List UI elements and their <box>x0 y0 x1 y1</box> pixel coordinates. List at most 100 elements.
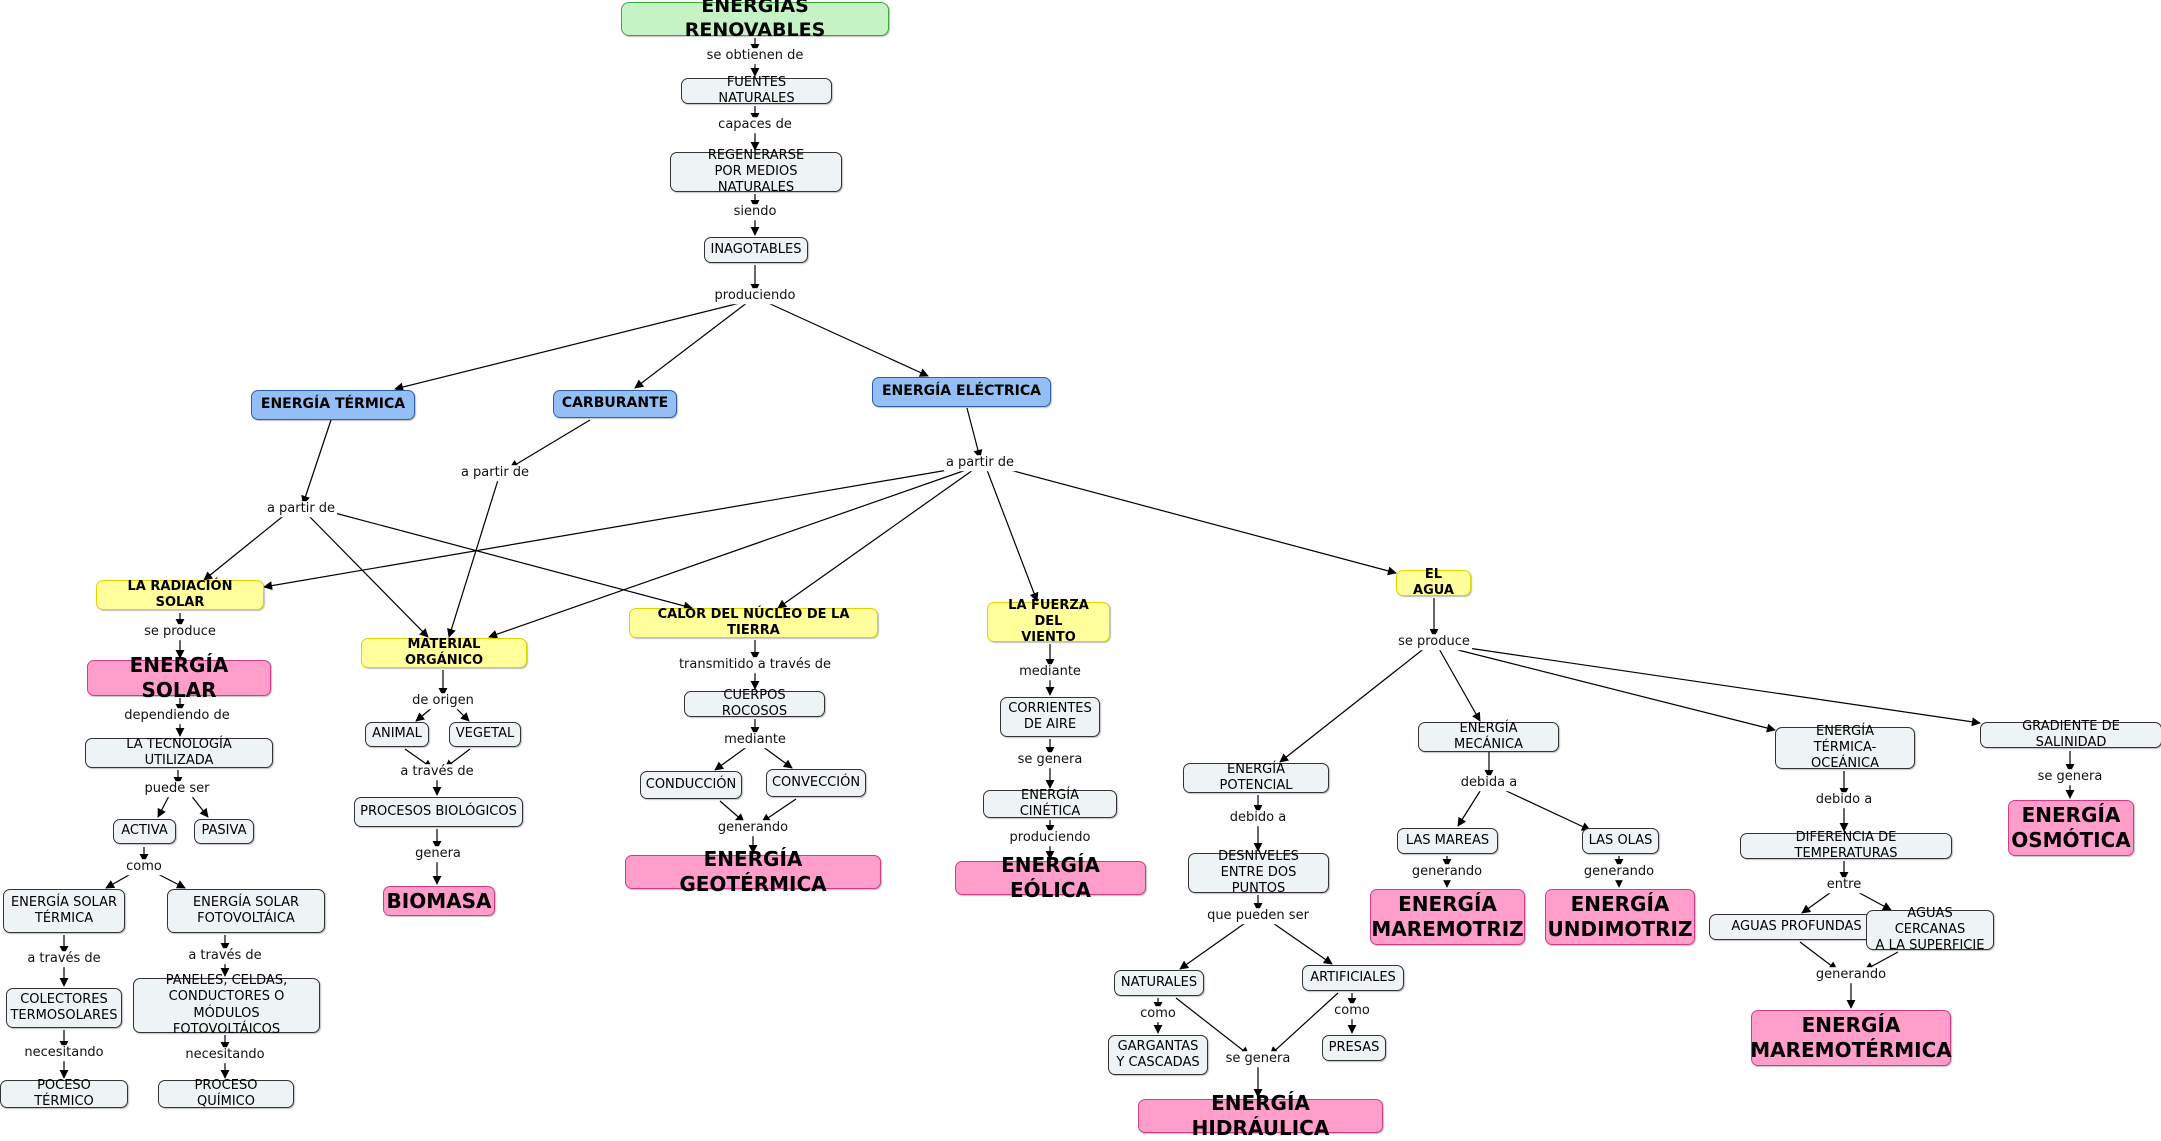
connector-arrow <box>1853 889 1892 911</box>
link-label-atraves-pan: a través de <box>186 948 264 964</box>
concept-node-termica[interactable]: ENERGÍA TÉRMICA <box>251 390 415 420</box>
link-label-necesitando-col: necesitando <box>22 1045 106 1061</box>
concept-node-st-termica[interactable]: ENERGÍA SOLAR TÉRMICA <box>3 889 125 933</box>
link-label-mediante-vien: mediante <box>1017 664 1083 680</box>
concept-node-mecanica[interactable]: ENERGÍA MECÁNICA <box>1418 721 1559 752</box>
link-label-transmitido: transmitido a través de <box>676 657 834 673</box>
concept-node-radiacion[interactable]: LA RADIACIÓN SOLAR <box>96 579 264 610</box>
link-label-produciendo: produciendo <box>712 288 798 304</box>
concept-node-calor[interactable]: CALOR DEL NÚCLEO DE LA TIERRA <box>629 607 878 638</box>
concept-node-renovables[interactable]: ENERGÍAS RENOVABLES <box>621 0 889 41</box>
concept-node-corrientes[interactable]: CORRIENTES DE AIRE <box>1000 697 1100 737</box>
connector-arrow <box>761 798 797 823</box>
link-label-apartir-term: a partir de <box>264 501 338 517</box>
concept-node-animal[interactable]: ANIMAL <box>365 722 429 747</box>
link-label-mediante-geo: mediante <box>722 732 788 748</box>
concept-node-fuentes[interactable]: FUENTES NATURALES <box>681 75 832 106</box>
link-label-siendo: siendo <box>731 204 779 220</box>
concept-node-solar[interactable]: ENERGÍA SOLAR <box>87 653 271 702</box>
concept-node-osmotica[interactable]: ENERGÍA OSMÓTICA <box>2008 800 2134 856</box>
connector-arrow <box>189 793 209 818</box>
concept-node-maremotriz[interactable]: ENERGÍA MAREMOTRIZ <box>1370 889 1525 945</box>
concept-node-conduccion[interactable]: CONDUCCIÓN <box>640 771 742 799</box>
connector-arrow <box>777 469 974 609</box>
concept-node-inagotables[interactable]: INAGOTABLES <box>704 237 808 263</box>
connector-arrow <box>454 706 470 722</box>
concept-node-pasiva[interactable]: PASIVA <box>194 819 254 844</box>
concept-node-procesos[interactable]: PROCESOS BIOLÓGICOS <box>354 797 523 827</box>
concept-node-fuerza[interactable]: LA FUERZA DEL VIENTO <box>987 598 1110 645</box>
connector-arrow <box>1499 787 1591 831</box>
concept-node-tecnologia[interactable]: LA TECNOLOGÍA UTILIZADA <box>85 737 273 768</box>
connector-arrow <box>1269 920 1333 965</box>
concept-node-profundas[interactable]: AGUAS PROFUNDAS <box>1709 914 1884 940</box>
concept-node-artificiales[interactable]: ARTIFICIALES <box>1302 965 1404 991</box>
concept-node-material[interactable]: MATERIAL ORGÁNICO <box>361 637 527 668</box>
connector-arrow <box>1801 889 1835 914</box>
connector-arrow <box>330 511 693 611</box>
concept-node-electrica[interactable]: ENERGÍA ELÉCTRICA <box>872 377 1051 407</box>
link-label-debida-mec: debida a <box>1458 775 1520 791</box>
connector-arrow <box>1864 951 1899 971</box>
link-label-generando-geo: generando <box>715 820 791 836</box>
concept-node-carburante[interactable]: CARBURANTE <box>553 390 677 418</box>
link-label-se-genera-vien: se genera <box>1015 752 1085 768</box>
concept-node-paneles[interactable]: PANELES, CELDAS, CONDUCTORES O MÓDULOS F… <box>133 973 320 1037</box>
concept-node-vegetal[interactable]: VEGETAL <box>449 722 521 747</box>
concept-node-maremotermica[interactable]: ENERGÍA MAREMOTÉRMICA <box>1750 1010 1952 1066</box>
concept-node-activa[interactable]: ACTIVA <box>113 819 176 844</box>
connector-arrow <box>1269 992 1339 1056</box>
concept-node-cuerpos[interactable]: CUERPOS ROCOSOS <box>684 688 825 719</box>
link-label-apartir-carb: a partir de <box>458 465 532 481</box>
connector-arrow <box>1799 941 1838 971</box>
connector-arrow <box>1009 469 1397 576</box>
connector-arrow <box>1175 997 1250 1056</box>
concept-node-olas[interactable]: LAS OLAS <box>1582 828 1659 854</box>
concept-node-conveccion[interactable]: CONVECCIÓN <box>766 769 866 797</box>
concept-node-regenerarse[interactable]: REGENERARSE POR MEDIOS NATURALES <box>670 148 842 195</box>
concept-node-potencial[interactable]: ENERGÍA POTENCIAL <box>1183 762 1329 793</box>
connector-arrow <box>203 512 288 581</box>
connector-arrow <box>765 301 929 377</box>
concept-node-geotermica[interactable]: ENERGÍA GEOTÉRMICA <box>625 847 881 896</box>
concept-node-eolica[interactable]: ENERGÍA EÓLICA <box>955 853 1146 902</box>
concept-node-desniveles[interactable]: DESNIVELES ENTRE DOS PUNTOS <box>1188 849 1329 896</box>
concept-node-st-foto[interactable]: ENERGÍA SOLAR FOTOVOLTÁICA <box>167 889 325 933</box>
concept-node-quimico[interactable]: PROCESO QUÍMICO <box>158 1078 294 1109</box>
concept-node-colectores[interactable]: COLECTORES TERMOSOLARES <box>6 988 122 1028</box>
link-label-se-produce-agua: se produce <box>1396 634 1472 650</box>
link-label-entre: entre <box>1824 877 1864 893</box>
concept-node-salinidad[interactable]: GRADIENTE DE SALINIDAD <box>1980 719 2161 750</box>
connector-arrow <box>305 512 429 638</box>
concept-node-mareas[interactable]: LAS MAREAS <box>1397 828 1498 854</box>
concept-node-undimotriz[interactable]: ENERGÍA UNDIMOTRIZ <box>1545 889 1695 945</box>
concept-node-cinetica[interactable]: ENERGÍA CINÉTICA <box>983 788 1117 819</box>
link-label-como-art: como <box>1332 1003 1372 1019</box>
concept-node-hidraulica[interactable]: ENERGÍA HIDRÁULICA <box>1138 1091 1383 1140</box>
connector-arrow <box>1457 787 1483 827</box>
concept-node-poceso[interactable]: POCESO TÉRMICO <box>0 1078 128 1109</box>
link-label-atraves-bio: a través de <box>398 764 476 780</box>
connector-arrow <box>509 419 591 469</box>
link-label-atraves-col: a través de <box>25 951 103 967</box>
concept-node-diferencia[interactable]: DIFERENCIA DE TEMPERATURAS <box>1740 830 1952 861</box>
concept-node-naturales[interactable]: NATURALES <box>1114 970 1204 996</box>
concept-node-biomasa[interactable]: BIOMASA <box>383 886 495 916</box>
connector-arrow <box>157 793 171 818</box>
concept-node-oceanica[interactable]: ENERGÍA TÉRMICA-OCEÁNICA <box>1775 724 1915 771</box>
link-label-puede-ser: puede ser <box>142 781 212 797</box>
connector-arrow <box>761 745 793 769</box>
concept-node-cercanas[interactable]: AGUAS CERCANAS A LA SUPERFICIE <box>1866 906 1994 953</box>
connector-arrow <box>986 469 1039 602</box>
concept-node-agua[interactable]: EL AGUA <box>1396 567 1471 598</box>
connector-arrow <box>719 800 745 823</box>
connector-arrow <box>714 745 749 771</box>
connector-arrow <box>301 419 332 505</box>
concept-node-gargantas[interactable]: GARGANTAS Y CASCADAS <box>1108 1035 1208 1075</box>
link-label-debido-oce: debido a <box>1813 792 1875 808</box>
connector-arrow <box>1437 646 1481 722</box>
link-label-como-nat: como <box>1138 1006 1178 1022</box>
concept-node-presas[interactable]: PRESAS <box>1322 1035 1386 1061</box>
connector-arrow <box>447 479 499 638</box>
